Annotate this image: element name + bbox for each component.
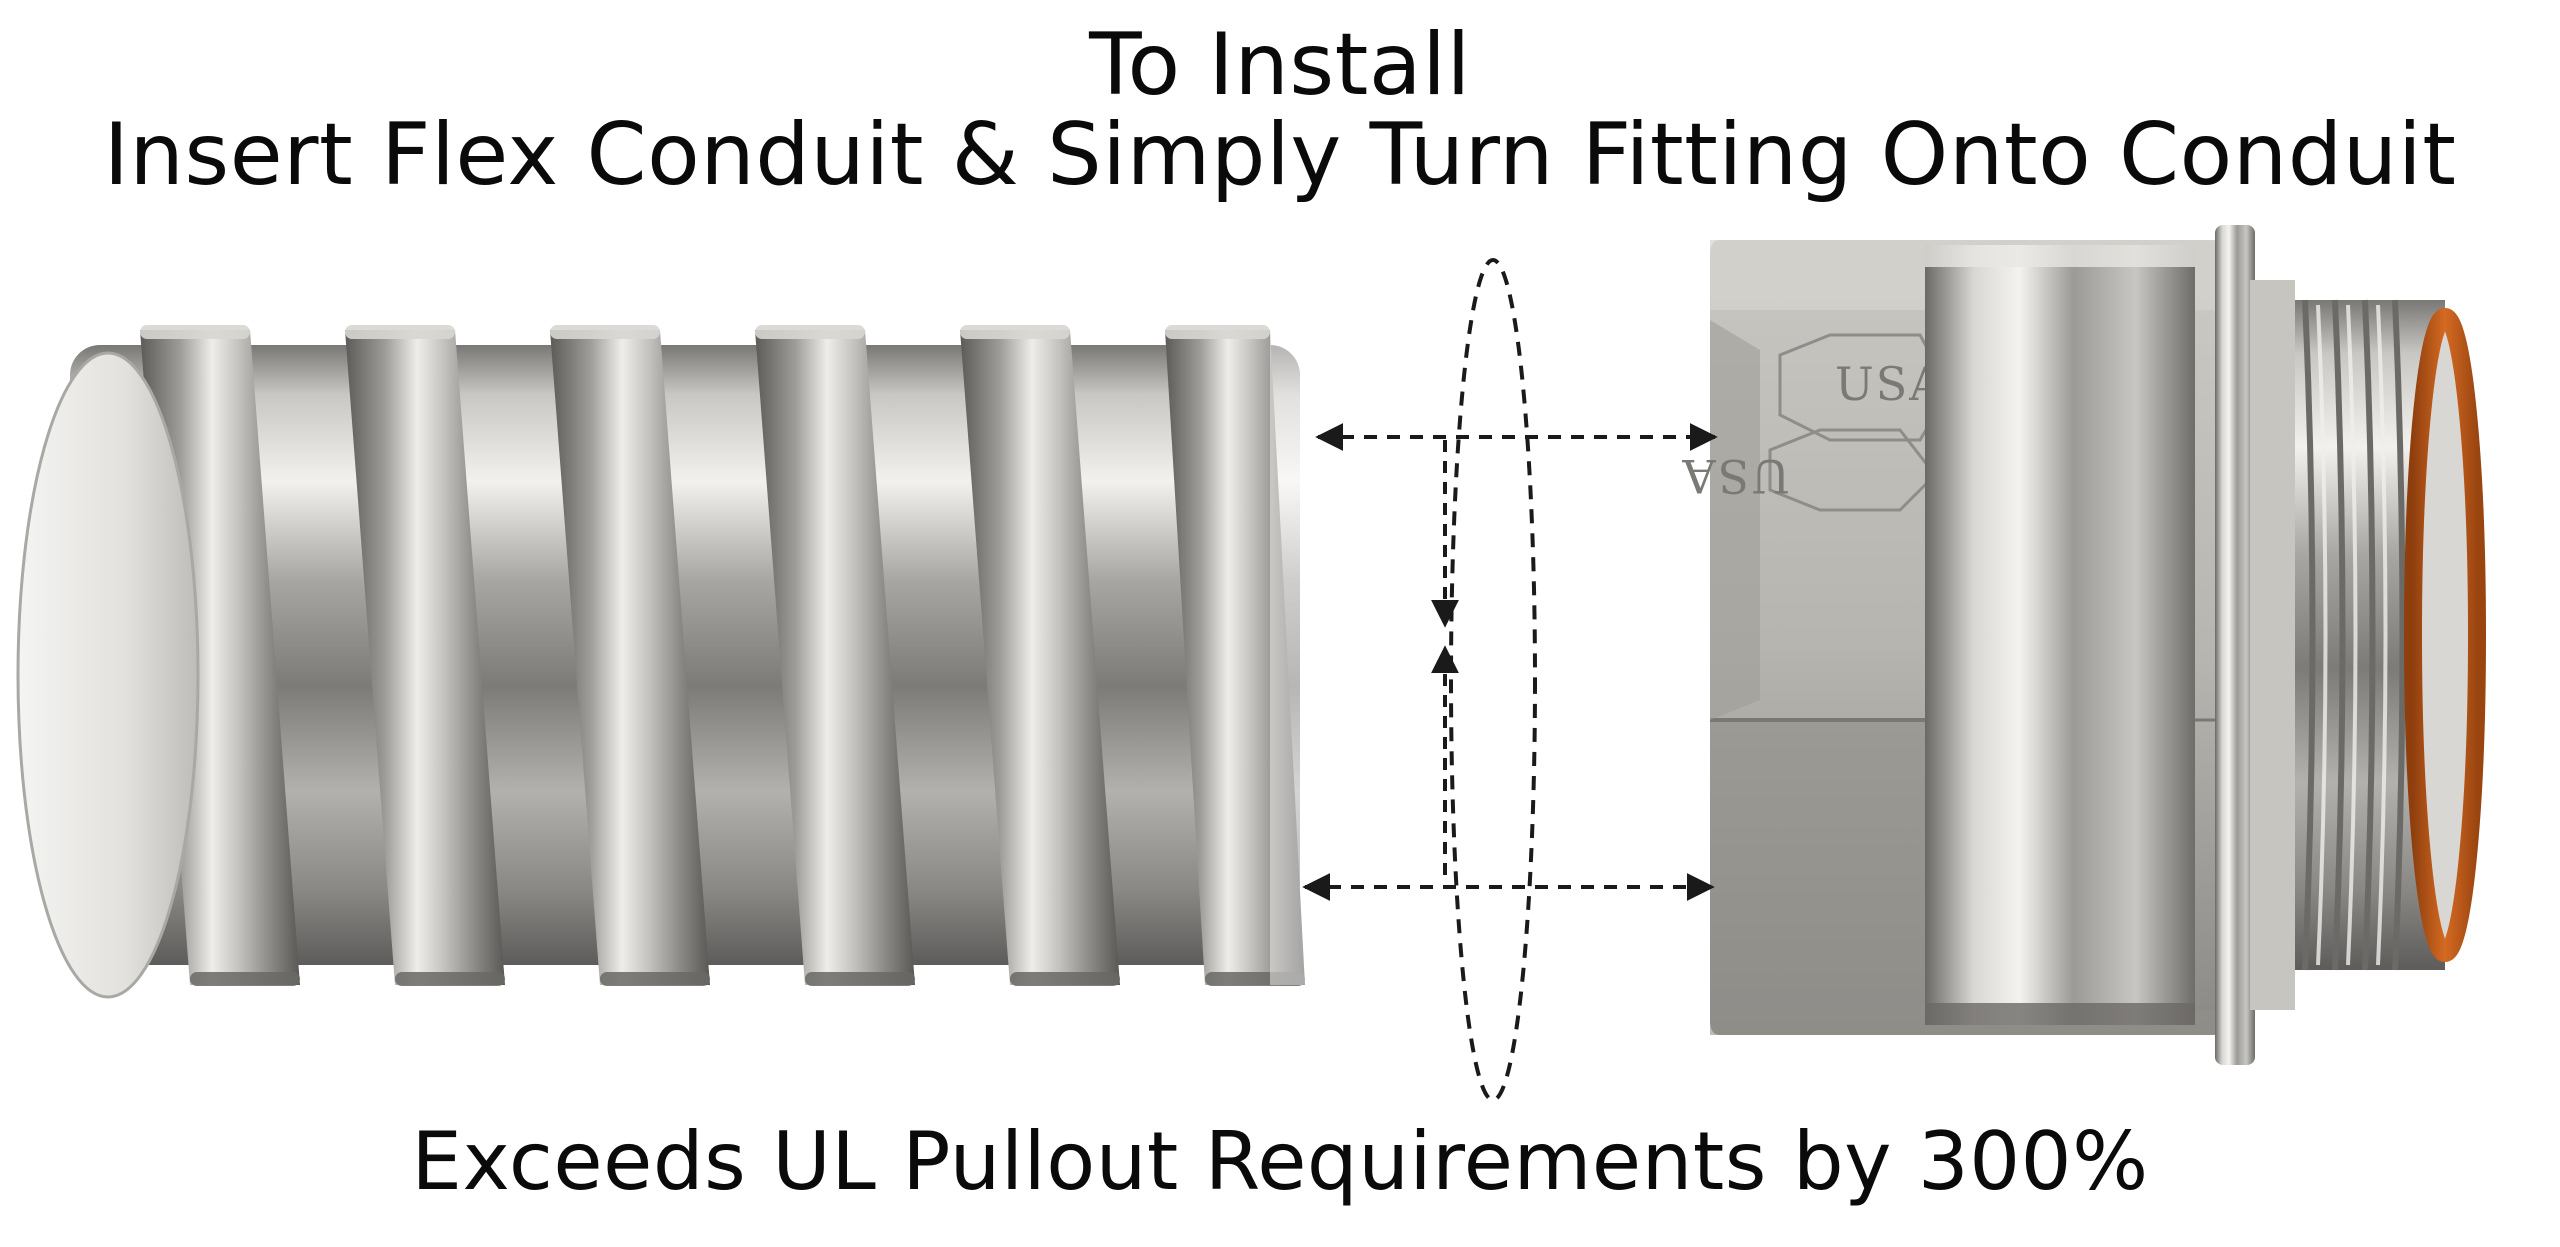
orange-gasket: [2404, 308, 2486, 962]
install-arrows: [1302, 258, 1718, 1102]
flex-conduit: [16, 325, 1315, 999]
conduit-fitting: USA USA: [1681, 225, 2486, 1065]
thread-lines: [2302, 299, 2406, 971]
footer-text: Exceeds UL Pullout Requirements by 300%: [411, 1115, 2149, 1208]
usa-stamp-2: USA: [1681, 449, 1791, 503]
title-line-2: Insert Flex Conduit & Simply Turn Fittin…: [103, 105, 2457, 205]
conduit-ridges: [140, 330, 1305, 985]
usa-stamp-1: USA: [1835, 357, 1945, 411]
rotate-ellipse-icon: [1449, 258, 1537, 1102]
title-line-1: To Install: [1089, 15, 1471, 115]
